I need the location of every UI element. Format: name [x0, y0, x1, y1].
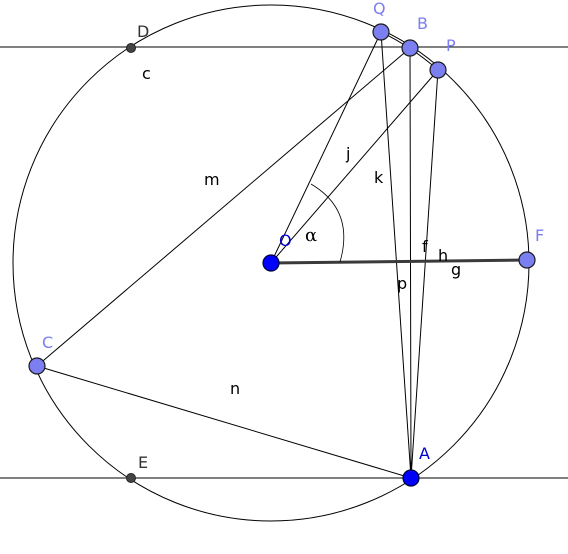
label-alpha: α: [305, 225, 317, 246]
label-p-segment: p: [397, 274, 407, 293]
label-n: n: [230, 379, 240, 398]
label-d: D: [137, 22, 149, 41]
point-e[interactable]: [126, 473, 136, 483]
label-c: C: [42, 333, 53, 352]
point-d[interactable]: [126, 43, 136, 53]
label-f: F: [535, 226, 544, 245]
segment-p-a-f[interactable]: [410, 69, 439, 479]
point-b[interactable]: [401, 39, 419, 57]
point-o[interactable]: [262, 254, 280, 272]
segment-o-f-g[interactable]: [270, 258, 528, 265]
point-q[interactable]: [372, 23, 390, 41]
label-e: E: [138, 453, 148, 472]
point-p[interactable]: [429, 61, 447, 79]
point-f[interactable]: [518, 251, 536, 269]
segment-b-a-p[interactable]: [409, 47, 412, 479]
segment-q-a-k[interactable]: [380, 31, 412, 479]
point-a[interactable]: [402, 469, 420, 487]
label-q: Q: [373, 0, 386, 18]
label-k: k: [374, 168, 384, 187]
label-g: g: [451, 260, 461, 279]
label-f-segment: f: [422, 237, 428, 256]
segment-c-a-n[interactable]: [36, 365, 412, 479]
label-h: h: [438, 246, 448, 265]
point-c[interactable]: [28, 357, 46, 375]
label-p: P: [446, 36, 456, 55]
label-a: A: [419, 444, 430, 463]
angle-alpha-arc[interactable]: [310, 183, 345, 263]
segment-b-c-m[interactable]: [36, 47, 411, 367]
label-b: B: [417, 14, 428, 33]
label-j: j: [345, 144, 350, 163]
label-o: O: [279, 231, 292, 250]
label-m: m: [204, 170, 220, 189]
segment-o-q[interactable]: [270, 31, 382, 264]
label-c-circle: c: [142, 64, 151, 83]
segment-o-p-j[interactable]: [270, 69, 439, 264]
